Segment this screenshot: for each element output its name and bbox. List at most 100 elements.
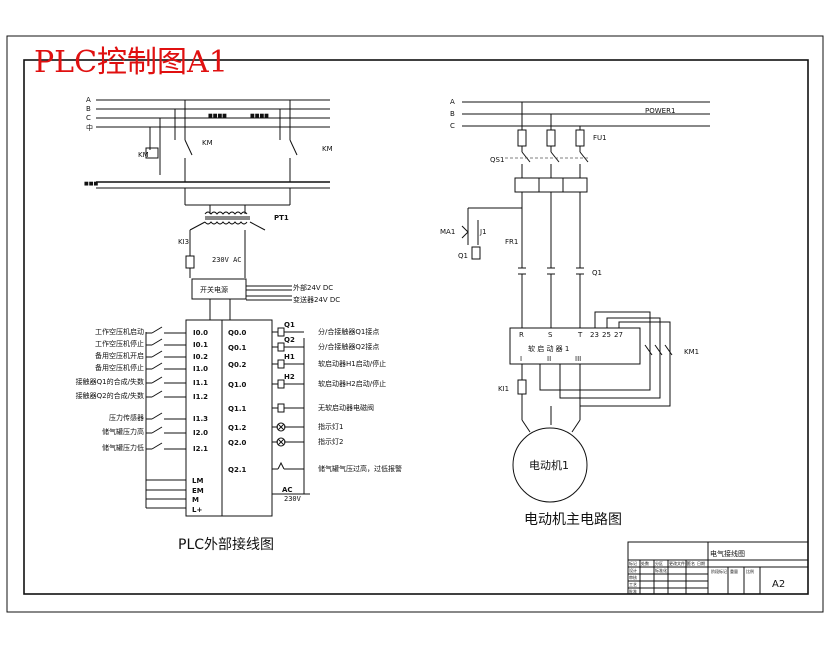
title-block-cell-1: 标记 xyxy=(629,560,637,566)
output-coil xyxy=(277,342,285,352)
title-block-cell-2: 处数 xyxy=(641,560,649,566)
plc-input-desc: 工作空压机启动 xyxy=(95,327,144,336)
km-label-3: KM xyxy=(322,145,333,153)
voltage-label: 230V AC xyxy=(212,256,242,264)
input-contact xyxy=(151,426,163,434)
plc-input-desc: 备用空压机停止 xyxy=(95,363,144,372)
starter-term-ii: II xyxy=(547,355,551,363)
transformer-label: PT1 xyxy=(274,214,289,222)
plc-input-row: 工作空压机启动 I0.0 xyxy=(95,326,208,337)
plc-output-address: Q2.1 xyxy=(228,466,246,474)
right-bus-label-b: B xyxy=(450,110,455,118)
plc-output-address: Q0.1 xyxy=(228,344,246,352)
km1-label: KM1 xyxy=(684,348,699,356)
fuse-label: FU1 xyxy=(593,134,607,142)
title-block-cell-9: 审核 xyxy=(629,574,637,580)
q1-left-label: Q1 xyxy=(458,252,468,260)
title-block-cell-8: 标准化 xyxy=(655,567,667,573)
plc-output-desc: 分/合接触器Q1接点 xyxy=(318,327,379,336)
title-block-cell-4: 更改文件号 xyxy=(669,560,689,566)
inner-frame xyxy=(23,59,809,595)
plc-input-address: I1.1 xyxy=(193,379,208,387)
starter-term-23: 23 xyxy=(590,331,599,339)
power-supply-box xyxy=(191,278,247,300)
title-block-cell-3: 分区 xyxy=(655,560,663,566)
km-contact-1 xyxy=(184,139,193,156)
title-block-cell-7: 设计 xyxy=(629,567,637,573)
plc-output-coil-label: H1 xyxy=(284,353,295,361)
right-bus-label-c: C xyxy=(450,122,455,130)
fuse-c xyxy=(575,129,585,147)
plc-terminal-lm: LM xyxy=(192,477,203,485)
plc-input-row: 压力传感器 I1.3 xyxy=(109,412,208,423)
right-caption: 电动机主电路图 xyxy=(524,512,622,528)
title-block-cell-14: 比例 xyxy=(746,568,754,574)
plc-input-address: I1.0 xyxy=(193,365,208,373)
motor-label: 电动机1 xyxy=(529,458,569,472)
output-coil xyxy=(277,327,285,337)
j1-label: J1 xyxy=(479,228,487,236)
left-caption: PLC外部接线图 xyxy=(178,536,274,553)
plc-output-desc: 软启动器H2启动/停止 xyxy=(318,379,386,388)
fr1-label: FR1 xyxy=(505,238,518,246)
plc-output-coil-label: H2 xyxy=(284,373,295,381)
input-contact xyxy=(151,326,163,334)
km-contact-2 xyxy=(289,139,298,156)
plc-output-desc: 分/合接触器Q2接点 xyxy=(318,342,379,351)
fuse-b xyxy=(546,129,556,147)
plc-terminal-m: M xyxy=(192,496,199,504)
plc-output-desc: 无软启动器电磁阀 xyxy=(318,403,374,412)
power-supply-label: 开关电源 xyxy=(200,285,228,294)
ki1-label: KI1 xyxy=(498,385,509,393)
plc-input-address: I0.0 xyxy=(193,329,208,337)
input-contact xyxy=(151,442,163,450)
plc-output-address: Q1.1 xyxy=(228,405,246,413)
drawing-name: 电气接线图 xyxy=(710,549,745,558)
starter-term-25: 25 xyxy=(602,331,611,339)
output-coil xyxy=(277,403,285,413)
right-bus-label-a: A xyxy=(450,98,455,106)
km-label-1: KM xyxy=(138,151,149,159)
ki3-fuse xyxy=(185,255,195,269)
right-panel: A B C POWER1 FU1 QS1 xyxy=(440,98,710,528)
plc-output-coil-label: Q2 xyxy=(284,336,295,344)
left-bus-label-b: B xyxy=(86,105,91,113)
plc-output-desc: 软启动器H1启动/停止 xyxy=(318,359,386,368)
external-24v-label: 外部24V DC xyxy=(293,283,333,292)
ground-bus-label: ■■■ xyxy=(84,181,98,187)
title-block-cell-6: 日期 xyxy=(697,560,705,566)
left-bus-label-c: C xyxy=(86,114,91,122)
qs1-label: QS1 xyxy=(490,156,504,164)
starter-term-s: S xyxy=(548,331,553,339)
outputs-group: Q0.0Q1分/合接触器Q1接点Q0.1Q2分/合接触器Q2接点Q0.2H1软启… xyxy=(228,321,402,474)
km-label-2: KM xyxy=(202,139,213,147)
starter-term-iii: III xyxy=(575,355,581,363)
plc-output-desc: 指示灯1 xyxy=(318,422,343,431)
sheet-size: A2 xyxy=(772,579,785,590)
plc-input-row: 工作空压机停止 I0.1 xyxy=(95,338,208,349)
ac-label: AC xyxy=(282,486,293,494)
plc-output-coil-label: Q1 xyxy=(284,321,295,329)
input-contact xyxy=(151,350,163,358)
plc-input-address: I1.3 xyxy=(193,415,208,423)
title-block-cell-5: 签名 xyxy=(687,560,695,566)
starter-term-t: T xyxy=(577,331,583,339)
plc-input-address: I0.1 xyxy=(193,341,208,349)
plc-input-desc: 工作空压机停止 xyxy=(95,339,144,348)
input-contact xyxy=(151,376,163,384)
transmitter-24v-label: 变送器24V DC xyxy=(293,295,340,304)
output-coil xyxy=(277,379,285,389)
left-panel: A B C 中 ■■■■ ■■■■ KM KM KM ■■■ xyxy=(76,96,402,553)
plc-output-address: Q1.0 xyxy=(228,381,246,389)
q1-coil-small xyxy=(471,246,481,260)
plc-output-desc: 指示灯2 xyxy=(318,437,343,446)
contactor-block xyxy=(514,177,588,193)
fuse-a xyxy=(517,129,527,147)
plc-input-desc: 压力传感器 xyxy=(109,413,144,422)
starter-term-27: 27 xyxy=(614,331,623,339)
q1-right-label: Q1 xyxy=(592,269,602,277)
left-bus-small-label-1: ■■■■ xyxy=(208,113,227,119)
